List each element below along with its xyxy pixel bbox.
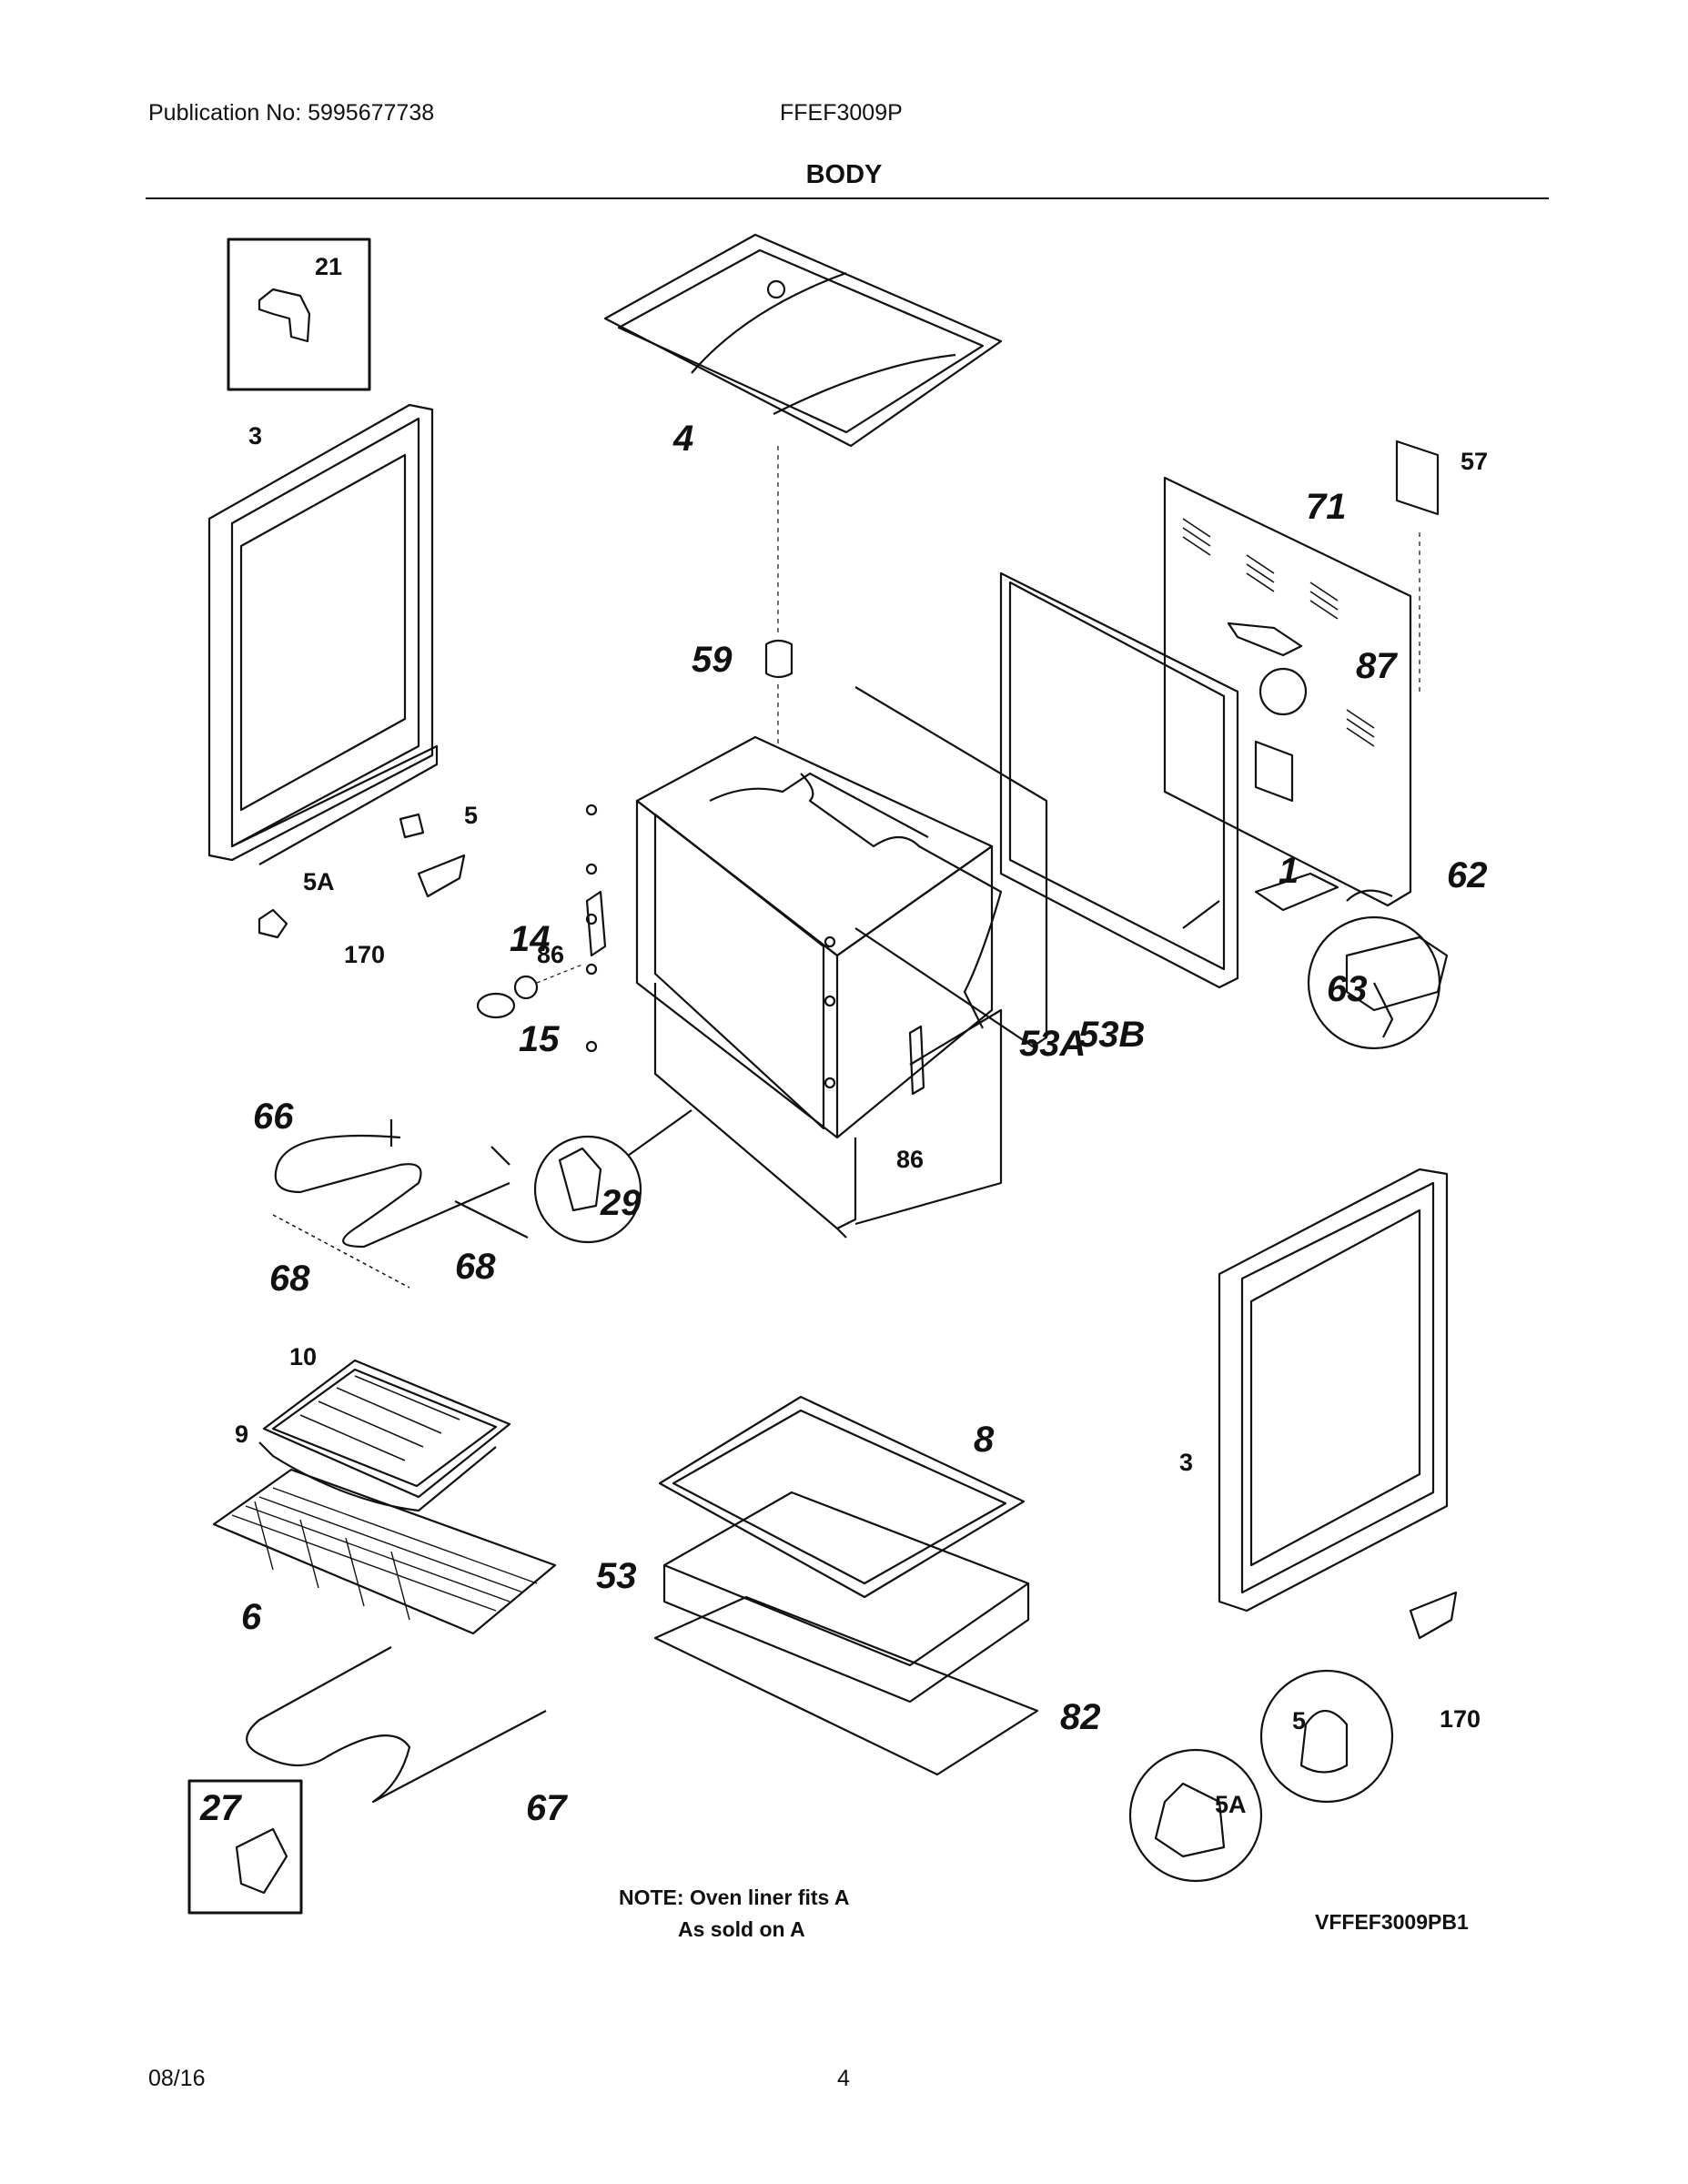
part-5-leveler-detail-right <box>1259 1669 1394 1804</box>
callout-86-left: 86 <box>537 941 564 968</box>
callout-labels: 21 3 4 57 71 59 87 5 5A 170 14 86 15 1 6… <box>199 253 1488 1828</box>
part-57-vent-cover <box>1395 440 1440 692</box>
callout-4: 4 <box>672 419 693 459</box>
part-66-broil-element <box>274 1119 510 1249</box>
section-title: BODY <box>805 160 883 189</box>
part-53-insulation <box>709 686 1048 1048</box>
part-27-inset <box>187 1779 303 1915</box>
part-170-bracket-right <box>1409 1591 1458 1640</box>
part-82-bottom-panel <box>653 1595 1039 1776</box>
note-line-2: As sold on A <box>678 1917 805 1941</box>
callout-10: 10 <box>289 1343 317 1370</box>
callout-5-right: 5 <box>1292 1707 1306 1734</box>
note-line-1: NOTE: Oven liner fits A <box>619 1886 849 1909</box>
callout-63: 63 <box>1327 969 1368 1009</box>
part-5-leveler-left <box>258 813 466 939</box>
callout-27: 27 <box>199 1788 242 1828</box>
publication-number: Publication No: 5995677738 <box>148 100 435 126</box>
callout-29: 29 <box>600 1183 642 1223</box>
callout-14: 14 <box>510 919 551 959</box>
callout-6: 6 <box>241 1597 262 1637</box>
mounting-screws <box>585 804 925 1096</box>
callout-170-right: 170 <box>1440 1705 1481 1733</box>
callout-82: 82 <box>1060 1697 1101 1737</box>
callout-53B: 53B <box>1078 1015 1145 1055</box>
callout-3-left: 3 <box>248 422 262 450</box>
callout-68-right: 68 <box>455 1247 496 1287</box>
footer-page-number: 4 <box>837 2066 850 2091</box>
footer-date: 08/16 <box>148 2066 206 2091</box>
part-71-rear-panel <box>1163 476 1412 907</box>
part-4-top-panel <box>603 233 1003 448</box>
model-number: FFEF3009P <box>780 100 903 126</box>
part-62-terminal-detail <box>1254 872 1449 1050</box>
part-1-back-panel <box>999 571 1239 989</box>
callout-5A-left: 5A <box>303 868 335 895</box>
part-8-drawer-liner <box>658 1395 1026 1599</box>
callout-71: 71 <box>1306 487 1347 527</box>
callout-66: 66 <box>253 1097 294 1137</box>
callout-9: 9 <box>235 1421 248 1448</box>
part-10-broiler-grid <box>262 1359 511 1499</box>
part-15-oven-light <box>476 964 583 1019</box>
part-5A-leveler-detail-right <box>1128 1748 1263 1883</box>
part-3-side-panel-right <box>1218 1168 1449 1613</box>
oven-cavity <box>635 735 1003 1239</box>
part-29-detail <box>533 1109 692 1244</box>
diagram-notes: NOTE: Oven liner fits A As sold on A VFF… <box>619 1886 1469 1941</box>
callout-57: 57 <box>1461 448 1488 475</box>
callout-62: 62 <box>1447 855 1488 895</box>
callout-5-left: 5 <box>464 802 478 829</box>
part-6-oven-rack <box>212 1468 557 1635</box>
callout-15: 15 <box>519 1019 560 1059</box>
callout-53A: 53A <box>1019 1024 1086 1064</box>
callout-5A-right: 5A <box>1215 1791 1247 1818</box>
callout-21: 21 <box>315 253 342 280</box>
callout-87: 87 <box>1356 646 1398 686</box>
callout-86-right: 86 <box>896 1146 924 1173</box>
part-9-broiler-pan <box>258 1441 497 1512</box>
part-68-sensors <box>272 1200 529 1289</box>
part-67-bake-element <box>246 1646 547 1804</box>
header-rule <box>146 197 1549 199</box>
callout-67: 67 <box>526 1788 568 1828</box>
callout-1: 1 <box>1279 851 1299 891</box>
callout-3-right: 3 <box>1179 1449 1193 1476</box>
callout-68-left: 68 <box>269 1259 310 1299</box>
callout-170-left: 170 <box>344 941 385 968</box>
figure-code: VFFEF3009PB1 <box>1315 1910 1469 1934</box>
part-53-insulation-pad <box>662 1491 1030 1704</box>
callout-59: 59 <box>692 640 733 680</box>
callout-8: 8 <box>974 1420 995 1460</box>
callout-53: 53 <box>596 1556 637 1596</box>
part-59-connector <box>764 446 793 746</box>
part-3-side-panel-left <box>207 403 439 865</box>
part-21-inset <box>227 238 371 391</box>
